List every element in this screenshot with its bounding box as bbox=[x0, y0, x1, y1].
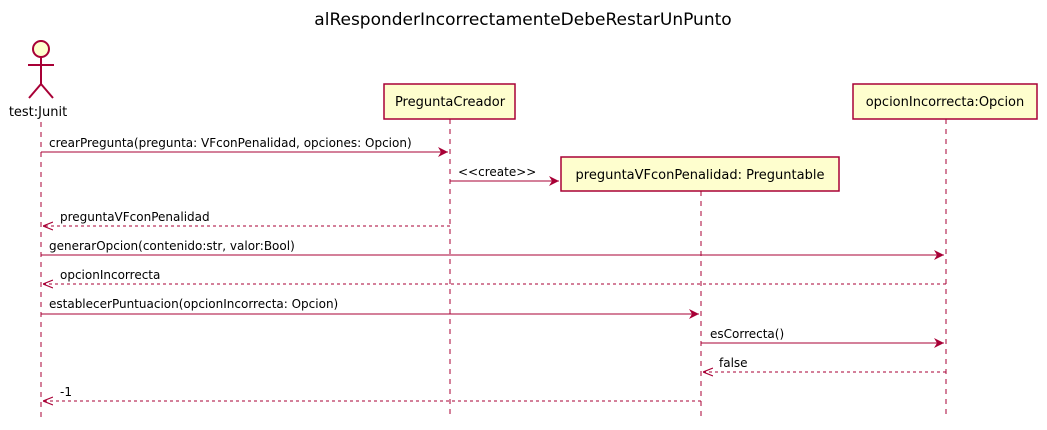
message-label: generarOpcion(contenido:str, valor:Bool) bbox=[49, 239, 295, 253]
participant-opcion: opcionIncorrecta:Opcion bbox=[852, 83, 1038, 120]
message-label: opcionIncorrecta bbox=[60, 268, 160, 282]
message-return-minus-one: -1 bbox=[43, 385, 701, 401]
participant-label: opcionIncorrecta:Opcion bbox=[866, 95, 1025, 110]
stick-figure-icon bbox=[28, 40, 54, 99]
message-return-pregunta: preguntaVFconPenalidad bbox=[43, 210, 450, 226]
participant-label: preguntaVFconPenalidad: Preguntable bbox=[576, 168, 825, 183]
message-generar-opcion: generarOpcion(contenido:str, valor:Bool) bbox=[41, 239, 944, 260]
message-establecer-puntuacion: establecerPuntuacion(opcionIncorrecta: O… bbox=[41, 297, 699, 319]
message-label: establecerPuntuacion(opcionIncorrecta: O… bbox=[49, 297, 338, 311]
message-return-false: false bbox=[703, 356, 946, 372]
message-label: esCorrecta() bbox=[710, 327, 784, 341]
message-label: crearPregunta(pregunta: VFconPenalidad, … bbox=[49, 136, 412, 150]
participant-label: PreguntaCreador bbox=[395, 95, 506, 110]
message-label: false bbox=[719, 356, 748, 370]
participant-pregunta-creador: PreguntaCreador bbox=[383, 83, 516, 120]
message-return-opcion: opcionIncorrecta bbox=[43, 268, 946, 284]
message-label: -1 bbox=[60, 385, 72, 399]
message-create: <<create>> bbox=[450, 165, 559, 186]
message-es-correcta: esCorrecta() bbox=[701, 327, 944, 348]
message-label: preguntaVFconPenalidad bbox=[60, 210, 210, 224]
actor-label: test:Junit bbox=[9, 105, 67, 120]
participant-pregunta-vf: preguntaVFconPenalidad: Preguntable bbox=[560, 156, 840, 192]
message-crear-pregunta: crearPregunta(pregunta: VFconPenalidad, … bbox=[41, 136, 448, 157]
message-label: <<create>> bbox=[458, 165, 536, 179]
diagram-title: alResponderIncorrectamenteDebeRestarUnPu… bbox=[314, 10, 731, 30]
